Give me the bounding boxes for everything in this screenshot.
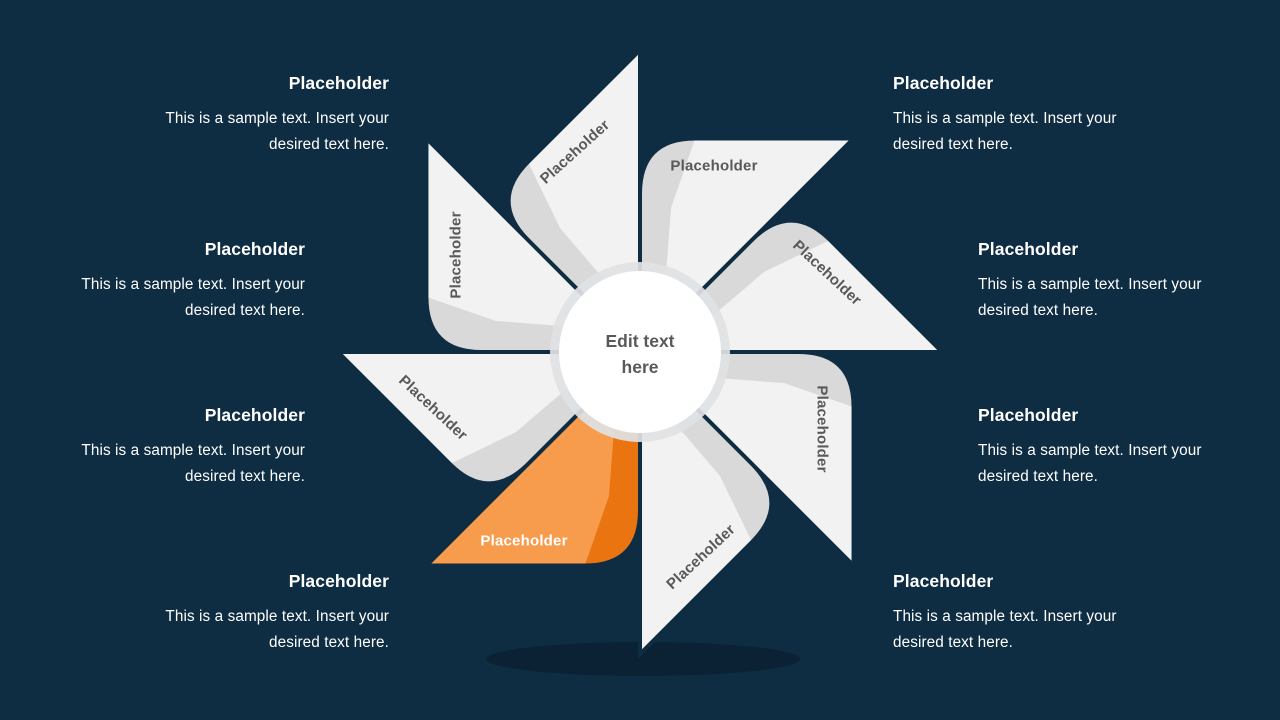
callout-title: Placeholder (204, 405, 305, 425)
callout-title: Placeholder (893, 73, 994, 93)
petal-label-bottom-right[interactable]: Placeholder (814, 385, 831, 472)
callout-title: Placeholder (204, 239, 305, 259)
callout-title: Placeholder (288, 73, 389, 93)
callout-body: This is a sample text. Insert your desir… (165, 110, 389, 153)
center-edit-text-line2[interactable]: here (622, 357, 659, 377)
petal-label-top-right[interactable]: Placeholder (670, 158, 757, 175)
callout-title: Placeholder (978, 405, 1079, 425)
callout-mid-upper-right[interactable]: Placeholder This is a sample text. Inser… (978, 238, 1218, 324)
center-edit-text-line1[interactable]: Edit text (605, 331, 674, 351)
center-circle[interactable] (559, 271, 721, 433)
callout-body: This is a sample text. Insert your desir… (81, 442, 305, 485)
petal-label-accent[interactable]: Placeholder (480, 533, 567, 550)
ground-shadow-ellipse (486, 642, 800, 676)
callout-mid-upper-left[interactable]: Placeholder This is a sample text. Inser… (65, 238, 305, 324)
callout-title: Placeholder (978, 239, 1079, 259)
callout-title: Placeholder (288, 571, 389, 591)
callout-body: This is a sample text. Insert your desir… (893, 110, 1117, 153)
callout-mid-lower-left[interactable]: Placeholder This is a sample text. Inser… (65, 404, 305, 490)
callout-bottom-right[interactable]: Placeholder This is a sample text. Inser… (893, 570, 1133, 656)
callout-title: Placeholder (893, 571, 994, 591)
petal-label-top-left[interactable]: Placeholder (448, 211, 465, 298)
callout-top-right[interactable]: Placeholder This is a sample text. Inser… (893, 72, 1133, 158)
callout-body: This is a sample text. Insert your desir… (978, 442, 1202, 485)
callout-mid-lower-right[interactable]: Placeholder This is a sample text. Inser… (978, 404, 1218, 490)
callout-body: This is a sample text. Insert your desir… (978, 276, 1202, 319)
callout-body: This is a sample text. Insert your desir… (165, 608, 389, 651)
callout-bottom-left[interactable]: Placeholder This is a sample text. Inser… (149, 570, 389, 656)
callout-top-left[interactable]: Placeholder This is a sample text. Inser… (149, 72, 389, 158)
callout-body: This is a sample text. Insert your desir… (893, 608, 1117, 651)
callout-body: This is a sample text. Insert your desir… (81, 276, 305, 319)
